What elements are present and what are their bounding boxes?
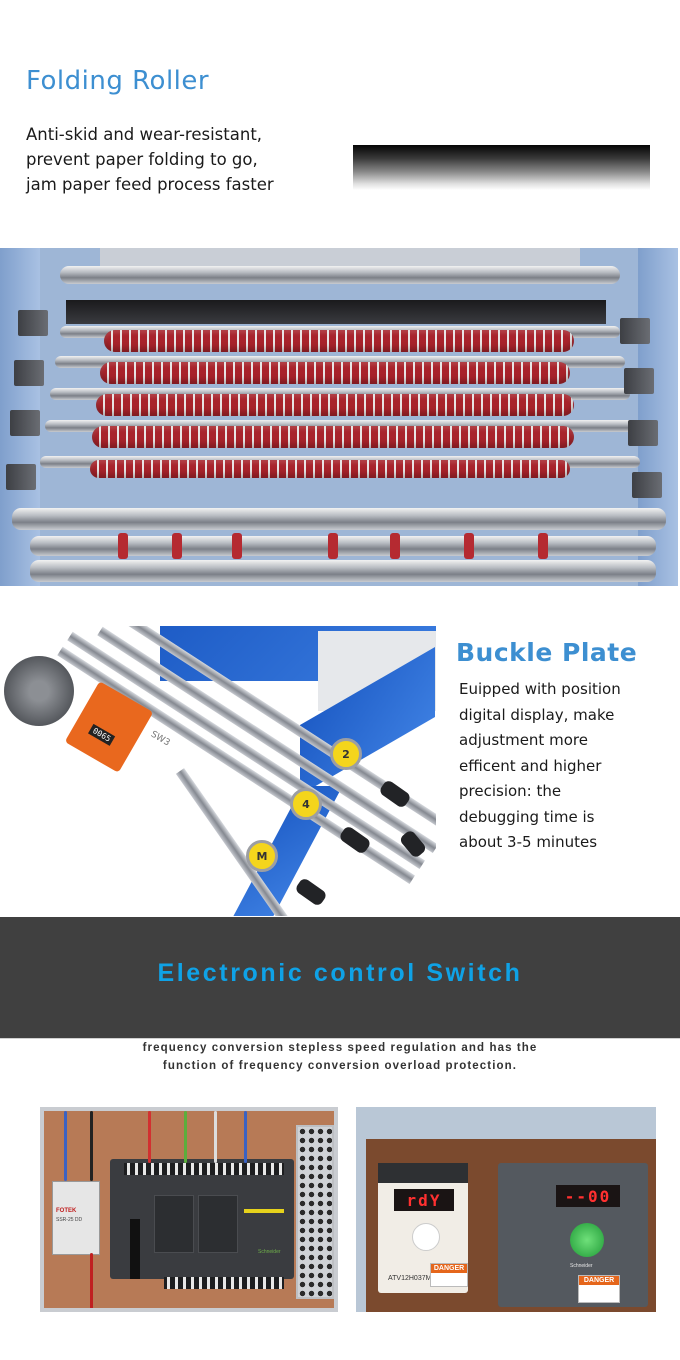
red-roller-belt <box>100 362 570 384</box>
solid-state-relay: FOTEK SSR-25 DD <box>52 1181 100 1255</box>
description-line: jam paper feed process faster <box>26 175 274 194</box>
wire <box>244 1111 247 1163</box>
folding-roller-photo <box>0 248 678 586</box>
plc-module-cover <box>154 1195 194 1253</box>
speed-dial[interactable] <box>570 1223 604 1257</box>
red-clip <box>172 533 182 559</box>
buckle-plate-description: Euipped with position digital display, m… <box>459 677 621 856</box>
red-clip <box>464 533 474 559</box>
electronic-control-subtitle: frequency conversion stepless speed regu… <box>0 1039 680 1075</box>
frequency-inverter-photo: rdY ATV12H037M2 DANGER --00 Schneider DA… <box>356 1107 656 1312</box>
wire <box>64 1111 67 1181</box>
buckle-plate-photo: 0065 SW3 2 4 M <box>0 626 436 916</box>
adjustment-knob[interactable]: M <box>246 840 278 872</box>
description-line: about 3-5 minutes <box>459 833 598 851</box>
red-roller-belt <box>92 426 574 448</box>
counter-digits: 0065 <box>88 723 116 746</box>
lower-shaft <box>30 560 656 582</box>
adjustment-knob[interactable]: 4 <box>290 788 322 820</box>
danger-label: DANGER <box>578 1275 620 1303</box>
wire <box>184 1111 187 1163</box>
inverter-display: --00 <box>556 1185 620 1207</box>
red-roller-belt <box>90 460 570 478</box>
side-bracket <box>10 410 40 436</box>
inverter-top-terminals <box>378 1163 468 1183</box>
description-line: debugging time is <box>459 807 595 826</box>
description-line: Euipped with position <box>459 680 621 698</box>
red-clip <box>390 533 400 559</box>
inverter-large: --00 Schneider DANGER <box>498 1163 648 1307</box>
red-clip <box>118 533 128 559</box>
description-line: digital display, make <box>459 705 615 724</box>
terminal-block <box>164 1277 284 1289</box>
wire <box>148 1111 151 1163</box>
drive-motor <box>4 656 74 726</box>
power-supply <box>296 1125 334 1299</box>
decorative-gradient-bar <box>353 145 650 190</box>
description-line: adjustment more <box>459 731 588 749</box>
side-bracket <box>628 420 658 446</box>
wire <box>90 1253 93 1308</box>
description-line: prevent paper folding to go, <box>26 150 258 169</box>
plc-controller: Schneider <box>110 1159 294 1279</box>
folding-roller-description: Anti-skid and wear-resistant, prevent pa… <box>26 122 274 197</box>
inverter-small: rdY ATV12H037M2 DANGER <box>378 1163 468 1293</box>
buckle-plate-title: Buckle Plate <box>456 638 638 667</box>
red-roller-belt <box>96 394 574 416</box>
top-rod <box>60 266 620 284</box>
description-line: efficent and higher <box>459 756 602 775</box>
black-guard-plate <box>66 300 606 324</box>
description-line: Anti-skid and wear-resistant, <box>26 125 263 144</box>
front-rod <box>12 508 666 530</box>
wire <box>90 1111 93 1181</box>
lower-shaft <box>30 536 656 556</box>
communication-cable <box>130 1219 140 1279</box>
position-counter: 0065 <box>64 681 154 773</box>
folding-roller-title: Folding Roller <box>26 66 210 96</box>
adjustment-knob[interactable]: 2 <box>330 738 362 770</box>
red-clip <box>328 533 338 559</box>
plate-label: SW3 <box>148 729 172 749</box>
plc-module-cover <box>198 1195 238 1253</box>
lever-handle <box>294 876 328 908</box>
speed-dial[interactable] <box>412 1223 440 1251</box>
red-roller-belt <box>104 330 574 352</box>
side-bracket <box>620 318 650 344</box>
description-line: precision: the <box>459 782 562 800</box>
side-bracket <box>14 360 44 386</box>
side-bracket <box>632 472 662 498</box>
terminal-block <box>124 1163 284 1175</box>
plc-control-panel-photo: FOTEK SSR-25 DD Schneider <box>40 1107 338 1312</box>
electronic-control-banner: Electronic control Switch <box>0 917 680 1039</box>
side-bracket <box>624 368 654 394</box>
side-bracket <box>6 464 36 490</box>
red-clip <box>538 533 548 559</box>
subtitle-line: frequency conversion stepless speed regu… <box>142 1042 538 1054</box>
subtitle-line: function of frequency conversion overloa… <box>162 1060 518 1072</box>
electronic-control-title: Electronic control Switch <box>157 959 523 987</box>
danger-label: DANGER <box>430 1263 468 1287</box>
red-clip <box>232 533 242 559</box>
wire <box>214 1111 217 1163</box>
side-bracket <box>18 310 48 336</box>
plc-status-leds <box>244 1209 284 1213</box>
inverter-display: rdY <box>394 1189 454 1211</box>
